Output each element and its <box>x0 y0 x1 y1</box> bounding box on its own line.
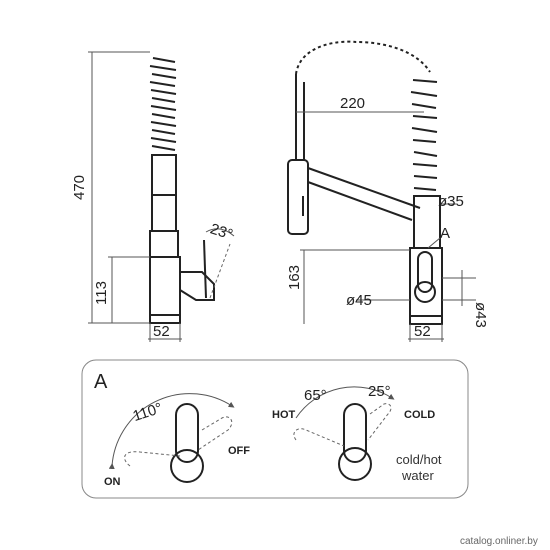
detail-hot-label: HOT <box>272 409 296 421</box>
detail-panel: A 110° ON OFF 65° 25° HOT COLD cold/hot … <box>81 359 469 499</box>
detail-on-label: ON <box>104 476 121 488</box>
side-lever-housing <box>179 271 215 301</box>
side-body <box>149 256 181 316</box>
detail-frame <box>81 359 469 499</box>
side-lever-ghost <box>209 243 231 299</box>
detail-hot-angle: 65° <box>304 387 327 404</box>
front-height-lever: 163 <box>286 265 303 290</box>
side-lever-angle: 23° <box>208 220 235 243</box>
front-spring <box>295 40 438 191</box>
front-spout-diameter: ø35 <box>438 193 464 210</box>
front-body-diameter: ø45 <box>346 292 372 309</box>
detail-off-label: OFF <box>228 445 250 457</box>
front-base <box>409 315 443 325</box>
front-detail-marker: A <box>440 225 450 242</box>
side-height-lever: 113 <box>93 281 110 305</box>
front-lever-knob <box>414 281 436 303</box>
front-base-diameter: ø43 <box>472 302 489 328</box>
detail-cold-label: COLD <box>404 409 435 421</box>
side-lever-arm <box>203 239 207 299</box>
detail-right-lever <box>293 386 395 481</box>
watermark: catalog.onliner.by <box>460 536 538 547</box>
side-base <box>149 314 181 324</box>
side-upper-tube <box>151 154 177 196</box>
front-view: 220 ø35 A 163 ø45 ø43 52 <box>286 40 489 342</box>
front-spout-arm <box>307 167 421 221</box>
detail-caption-line2: water <box>401 468 434 483</box>
front-spray-head <box>287 159 309 235</box>
side-spring <box>149 57 177 151</box>
front-lever <box>417 251 433 293</box>
front-reach: 220 <box>340 95 365 112</box>
detail-cold-angle: 25° <box>368 383 391 400</box>
front-base-width: 52 <box>414 323 431 340</box>
detail-left-angle: 110° <box>131 400 165 425</box>
detail-caption-line1: cold/hot <box>396 452 442 467</box>
side-mid-tube <box>149 230 179 258</box>
detail-left-lever <box>108 393 235 483</box>
detail-letter: A <box>94 371 108 393</box>
side-view: 470 113 52 23° <box>71 51 235 342</box>
side-height-total: 470 <box>71 175 88 200</box>
side-sleeve <box>151 194 177 232</box>
front-column <box>413 195 441 249</box>
side-base-width: 52 <box>153 323 170 340</box>
